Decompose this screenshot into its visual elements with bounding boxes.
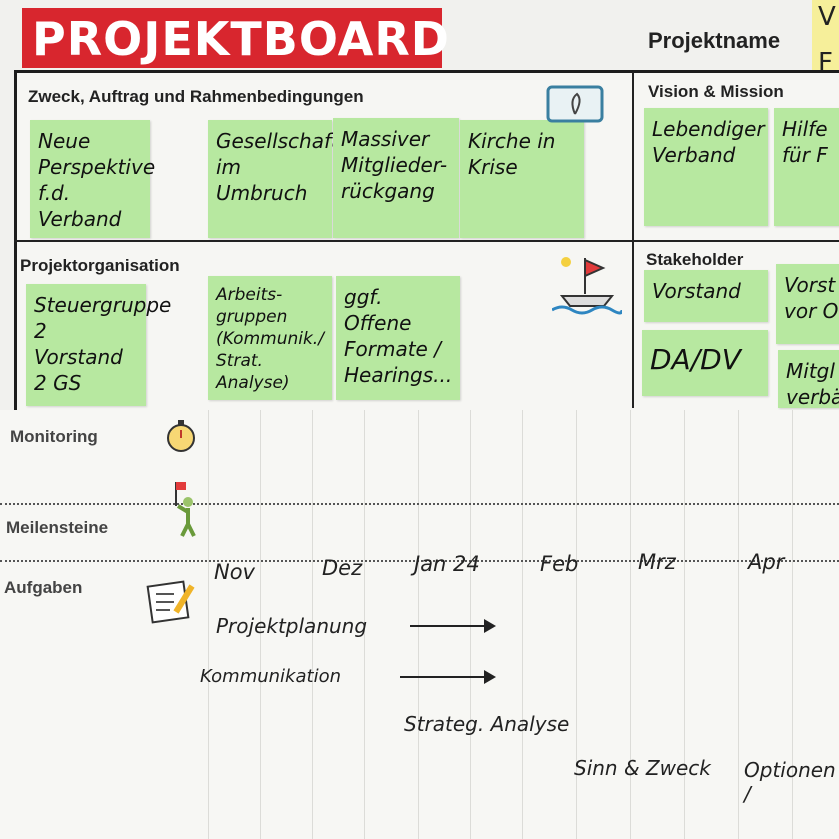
- sticky-note: Kirche in Krise: [460, 120, 584, 238]
- month-label: Jan 24: [414, 552, 480, 576]
- task-label: Optionen /: [744, 758, 836, 806]
- picture-frame-icon: [546, 85, 604, 123]
- grid-column-line: [630, 410, 631, 839]
- ship-icon: [552, 257, 622, 315]
- sticky-note: Hilfe für F: [774, 108, 839, 226]
- corner-note-line-1: V: [818, 2, 836, 32]
- grid-column-line: [576, 410, 577, 839]
- month-label: Feb: [540, 552, 579, 576]
- sticky-note: Neue Perspektive f.d. Verband: [30, 120, 155, 238]
- grid-column-line: [684, 410, 685, 839]
- month-label: Dez: [322, 556, 363, 580]
- timeline-area: [0, 410, 839, 839]
- task-label: Sinn & Zweck: [574, 756, 711, 780]
- title-band: [22, 8, 442, 68]
- grid-column-line: [470, 410, 471, 839]
- task-label: Strateg. Analyse: [404, 712, 570, 736]
- project-name-label: Projektname: [648, 28, 781, 53]
- section-title-vision: Vision & Mission: [648, 82, 784, 101]
- row-divider: [0, 560, 839, 562]
- grid-column-line: [208, 410, 209, 839]
- flag-person-icon: [175, 482, 196, 537]
- sticky-note: ggf. Offene Formate / Hearings...: [336, 276, 460, 400]
- sticky-note: Steuergruppe 2 Vorstand 2 GS: [26, 284, 171, 406]
- grid-column-line: [522, 410, 523, 839]
- month-label: Apr: [748, 550, 785, 574]
- sticky-note: Vorst vor O: [776, 264, 839, 344]
- grid-column-line: [738, 410, 739, 839]
- section-title-stakeholder: Stakeholder: [646, 250, 744, 269]
- sticky-note: Vorstand: [644, 270, 768, 322]
- grid-column-line: [312, 410, 313, 839]
- sticky-note: Massiver Mitglieder- rückgang: [333, 118, 459, 238]
- grid-column-line: [792, 410, 793, 839]
- task-label: Projektplanung: [216, 614, 368, 638]
- section-title-zweck: Zweck, Auftrag und Rahmenbedingungen: [28, 87, 364, 106]
- row-title-meilensteine: Meilensteine: [6, 518, 109, 537]
- sticky-note: Mitgl verbän: [778, 350, 839, 409]
- grid-column-line: [260, 410, 261, 839]
- grid-divider-horizontal: [14, 240, 839, 242]
- task-arrow: [410, 619, 496, 633]
- sticky-note: Arbeits- gruppen (Kommunik./ Strat. Anal…: [208, 276, 332, 400]
- row-title-aufgaben: Aufgaben: [4, 578, 83, 597]
- sticky-note: Gesellschaft im Umbruch: [208, 120, 339, 238]
- sticky-note: Lebendiger Verband: [644, 108, 768, 226]
- section-title-organisation: Projektorganisation: [20, 256, 180, 275]
- task-arrow: [400, 670, 496, 684]
- board-title: PROJEKTBOARD: [32, 12, 450, 66]
- sticky-note: DA/DV: [642, 330, 768, 396]
- stopwatch-icon: [167, 420, 195, 452]
- month-label: Nov: [214, 560, 255, 584]
- task-label: Kommunikation: [200, 666, 341, 687]
- month-label: Mrz: [638, 550, 676, 574]
- row-title-monitoring: Monitoring: [10, 427, 98, 446]
- grid-divider-vertical: [632, 72, 634, 408]
- row-divider: [0, 503, 839, 505]
- grid-column-line: [364, 410, 365, 839]
- grid-column-line: [418, 410, 419, 839]
- notepad-pencil-icon: [146, 580, 195, 624]
